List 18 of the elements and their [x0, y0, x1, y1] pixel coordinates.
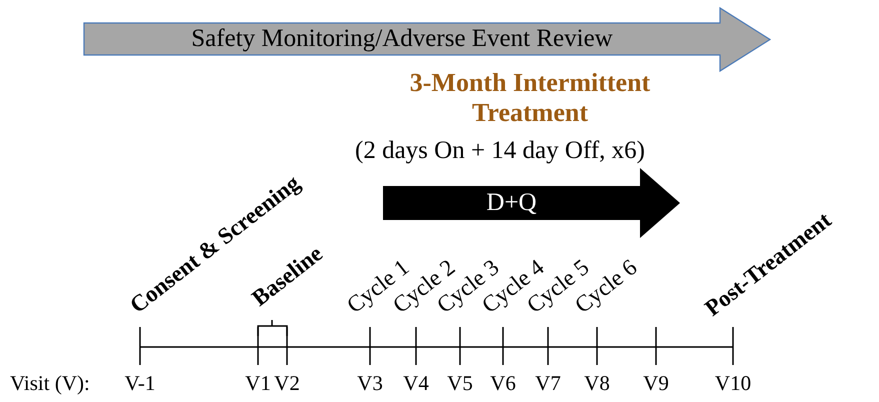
- timeline-arrow: [83, 6, 772, 72]
- arrow-label: Safety Monitoring/Adverse Event Review: [191, 25, 613, 53]
- schedule-note: (2 days On + 14 day Off, x6): [355, 138, 645, 163]
- visit-label: V-1: [124, 373, 156, 394]
- visit-label: V2: [274, 373, 300, 394]
- visit-label: V9: [643, 373, 669, 394]
- visit-label: V10: [714, 373, 752, 394]
- arrow-label: D+Q: [486, 189, 537, 217]
- visit-label: V6: [490, 373, 516, 394]
- axis-title: Visit (V):: [10, 373, 90, 394]
- treatment-arrow: [383, 168, 680, 238]
- visit-label: V7: [535, 373, 561, 394]
- visit-label: V4: [403, 373, 429, 394]
- visit-label: V8: [584, 373, 610, 394]
- visit-label: V3: [357, 373, 383, 394]
- heading: 3-Month Intermittent Treatment: [408, 68, 652, 128]
- visit-label: V5: [447, 373, 473, 394]
- visit-label: V1: [245, 373, 271, 394]
